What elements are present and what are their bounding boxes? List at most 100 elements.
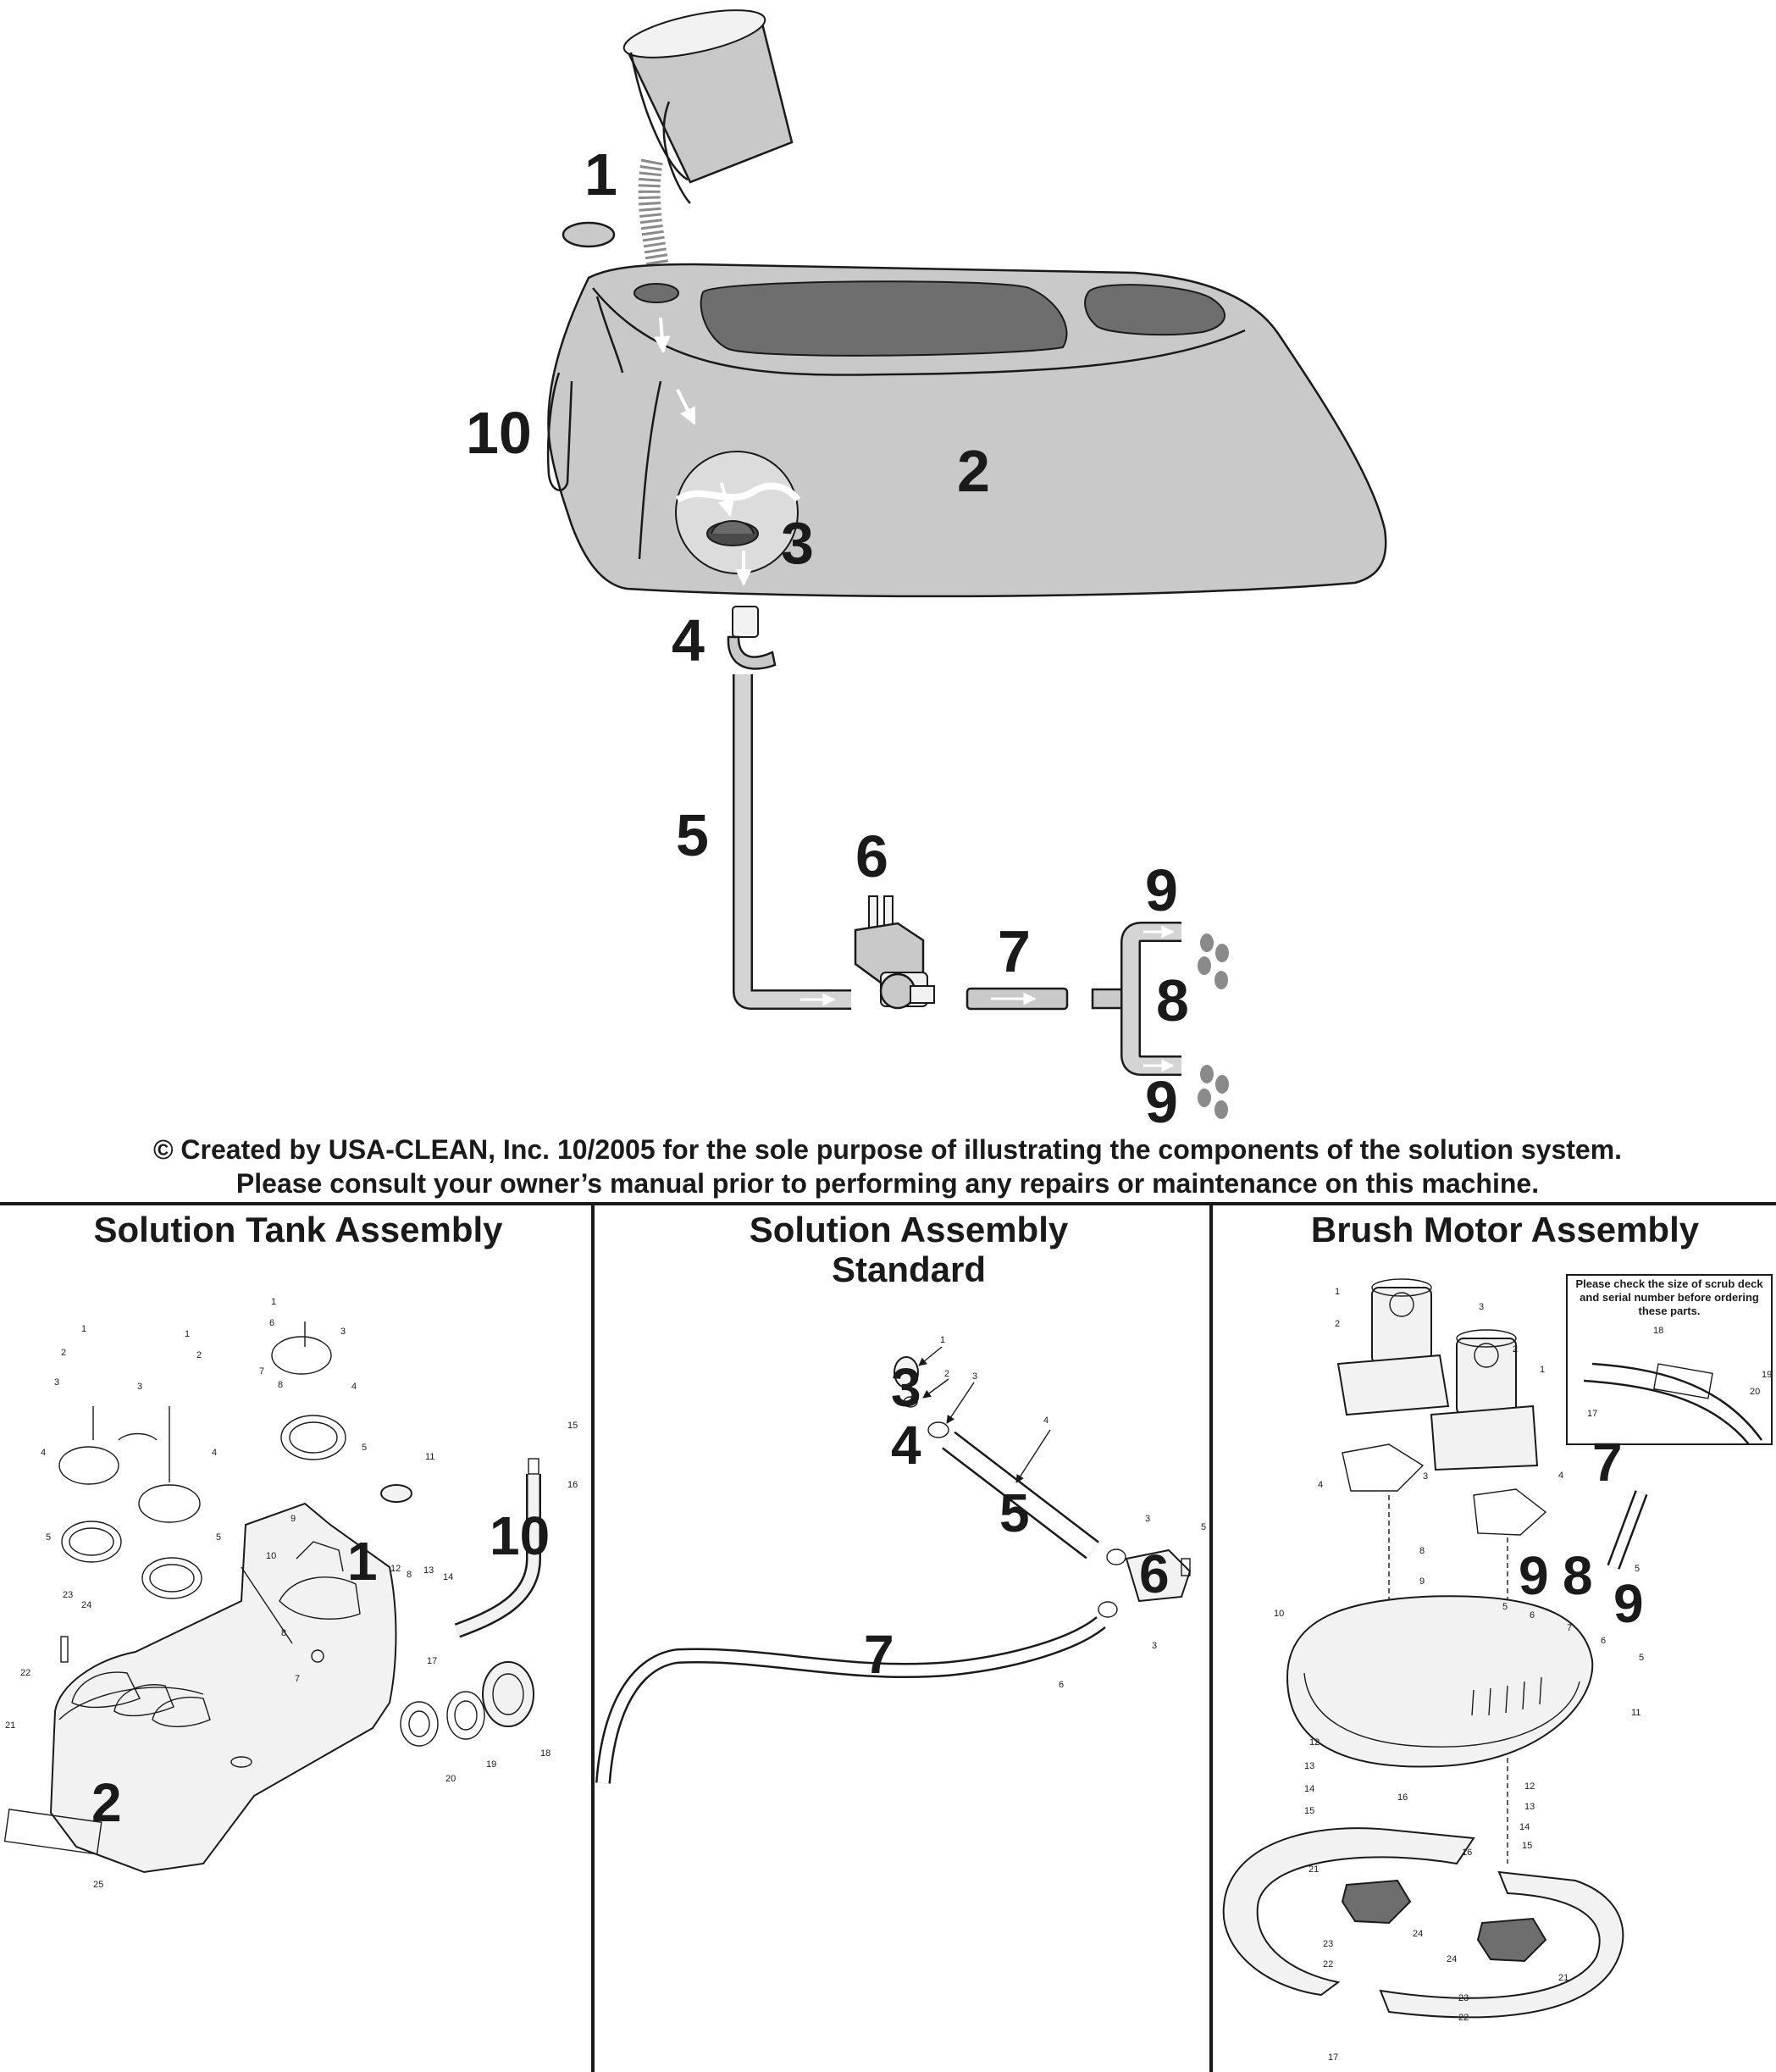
svg-text:22: 22 xyxy=(1458,2013,1469,2023)
svg-text:14: 14 xyxy=(1519,1822,1530,1832)
inset-detail-box xyxy=(1566,1274,1773,1445)
svg-text:4: 4 xyxy=(1318,1480,1323,1490)
tank-outline xyxy=(49,1502,397,1874)
svg-text:5: 5 xyxy=(1201,1522,1206,1532)
callout-2: 2 xyxy=(957,438,990,504)
svg-text:5: 5 xyxy=(216,1532,221,1543)
panel-title-solution-assembly-2: Standard xyxy=(832,1249,986,1289)
svg-text:3: 3 xyxy=(137,1382,142,1392)
svg-text:10: 10 xyxy=(266,1551,276,1561)
svg-text:24: 24 xyxy=(81,1600,91,1610)
svg-text:13: 13 xyxy=(1304,1761,1314,1771)
svg-text:24: 24 xyxy=(1447,1954,1457,1964)
svg-text:16: 16 xyxy=(1397,1792,1408,1803)
svg-text:20: 20 xyxy=(1750,1387,1760,1397)
svg-text:2: 2 xyxy=(196,1350,202,1360)
svg-text:13: 13 xyxy=(1524,1802,1535,1812)
svg-text:3: 3 xyxy=(54,1377,59,1388)
svg-text:4: 4 xyxy=(351,1382,357,1392)
svg-text:1: 1 xyxy=(940,1335,945,1345)
svg-text:21: 21 xyxy=(1308,1864,1319,1875)
svg-text:6: 6 xyxy=(269,1318,274,1328)
svg-text:9: 9 xyxy=(290,1514,296,1524)
svg-text:12: 12 xyxy=(1524,1781,1535,1792)
svg-text:4: 4 xyxy=(1043,1415,1048,1426)
asm-callout-5: 5 xyxy=(999,1482,1030,1543)
svg-text:4: 4 xyxy=(41,1448,46,1458)
svg-text:16: 16 xyxy=(1462,1848,1472,1858)
svg-text:19: 19 xyxy=(486,1759,496,1770)
callout-7: 7 xyxy=(998,918,1031,984)
svg-text:15: 15 xyxy=(1522,1841,1532,1851)
tee-fitting xyxy=(1091,922,1181,1076)
solution-flow-schematic: 1 2 3 4 5 6 7 8 9 9 10 xyxy=(466,9,1387,1135)
copyright-line-2: Please consult your owner’s manual prior… xyxy=(236,1168,1539,1199)
svg-text:8: 8 xyxy=(407,1570,412,1580)
svg-text:18: 18 xyxy=(540,1748,551,1759)
panel-dividers xyxy=(0,1202,1776,2072)
callout-8: 8 xyxy=(1156,967,1189,1033)
svg-text:9: 9 xyxy=(1419,1576,1425,1587)
svg-text:19: 19 xyxy=(1762,1370,1772,1380)
asm-callout-7: 7 xyxy=(864,1624,894,1685)
motor-callout-9-left: 9 xyxy=(1519,1545,1549,1606)
svg-text:14: 14 xyxy=(1304,1784,1314,1794)
callout-4: 4 xyxy=(672,607,705,673)
callout-5: 5 xyxy=(676,802,709,868)
callout-3: 3 xyxy=(781,510,814,576)
inset-note-1: Please check the size of scrub deck xyxy=(1575,1277,1763,1290)
svg-text:6: 6 xyxy=(1601,1636,1606,1646)
svg-text:12: 12 xyxy=(1309,1737,1320,1748)
svg-text:6: 6 xyxy=(1530,1610,1535,1620)
tank-callout-1: 1 xyxy=(347,1531,378,1592)
svg-text:4: 4 xyxy=(212,1448,217,1458)
svg-text:3: 3 xyxy=(340,1327,346,1337)
svg-text:4: 4 xyxy=(1558,1471,1563,1481)
svg-text:3: 3 xyxy=(1145,1514,1150,1524)
inset-note-3: these parts. xyxy=(1639,1305,1701,1317)
svg-text:11: 11 xyxy=(1631,1708,1640,1718)
panel-brush-motor-assembly: Brush Motor Assembly Please check the si… xyxy=(1222,1210,1773,2063)
svg-text:20: 20 xyxy=(445,1774,456,1784)
svg-text:5: 5 xyxy=(1502,1602,1508,1612)
spray-droplets xyxy=(1198,934,1229,1119)
callout-6: 6 xyxy=(855,823,888,889)
asm-callout-6: 6 xyxy=(1139,1543,1170,1604)
brush-motors xyxy=(1336,1278,1539,1471)
solution-tank-illustration xyxy=(547,263,1387,598)
solenoid-valve xyxy=(854,895,935,1010)
tank-callout-10: 10 xyxy=(490,1505,550,1566)
callout-10: 10 xyxy=(466,400,532,466)
svg-text:24: 24 xyxy=(1413,1929,1423,1939)
svg-text:8: 8 xyxy=(278,1380,283,1390)
svg-text:11: 11 xyxy=(425,1452,434,1462)
svg-text:7: 7 xyxy=(259,1366,264,1377)
fill-cap xyxy=(562,221,616,248)
bucket-illustration xyxy=(622,9,794,290)
copyright-line-1: © Created by USA-CLEAN, Inc. 10/2005 for… xyxy=(153,1134,1622,1165)
svg-text:2: 2 xyxy=(61,1348,66,1358)
svg-text:14: 14 xyxy=(443,1572,453,1582)
filter-strainer xyxy=(706,520,759,546)
motor-callout-9-right: 9 xyxy=(1613,1573,1644,1634)
asm-callout-3: 3 xyxy=(891,1357,921,1418)
svg-text:6: 6 xyxy=(1059,1680,1064,1690)
svg-text:17: 17 xyxy=(427,1656,437,1666)
svg-text:10: 10 xyxy=(1274,1609,1284,1619)
svg-text:1: 1 xyxy=(271,1297,276,1307)
svg-text:3: 3 xyxy=(1423,1471,1428,1482)
svg-text:7: 7 xyxy=(295,1674,300,1684)
svg-text:21: 21 xyxy=(5,1720,15,1731)
svg-text:18: 18 xyxy=(1653,1326,1663,1336)
svg-text:23: 23 xyxy=(1323,1939,1333,1949)
svg-text:3: 3 xyxy=(972,1371,977,1382)
panel-title-solution-tank: Solution Tank Assembly xyxy=(93,1210,503,1249)
panel-title-brush-motor: Brush Motor Assembly xyxy=(1311,1210,1700,1249)
svg-text:17: 17 xyxy=(1328,2053,1338,2063)
svg-text:2: 2 xyxy=(1513,1344,1518,1355)
svg-text:1: 1 xyxy=(1335,1287,1340,1297)
